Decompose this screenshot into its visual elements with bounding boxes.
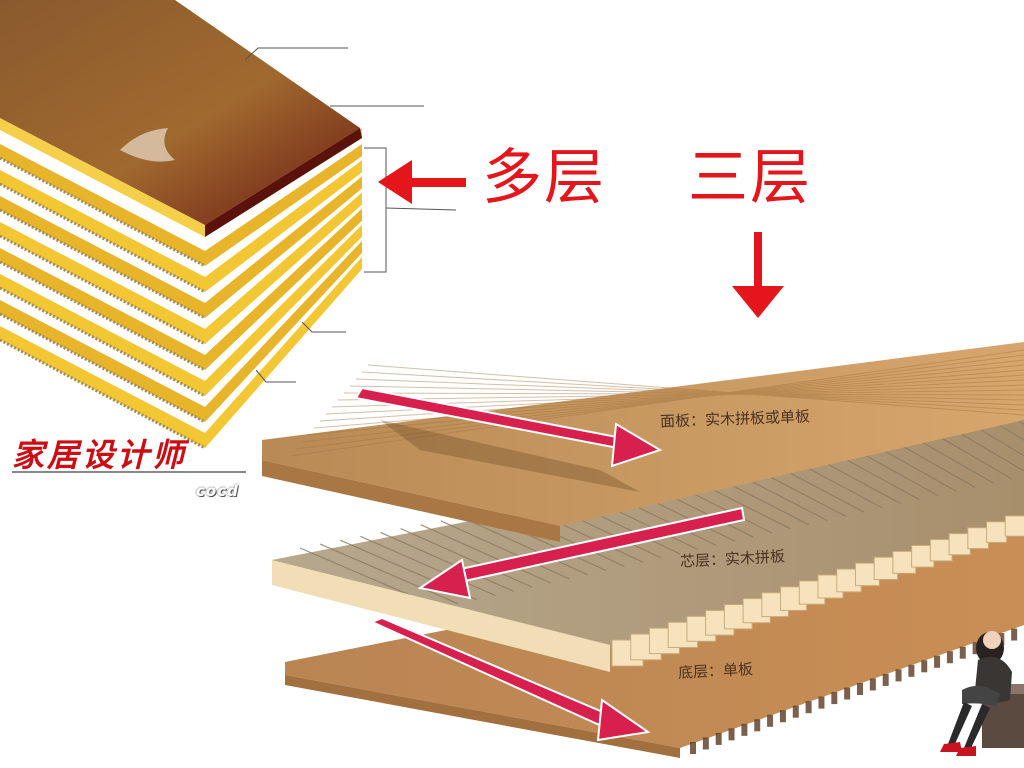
core-strip-seam [440, 520, 570, 580]
ply-sheet [0, 192, 362, 344]
core-end-block [948, 533, 971, 556]
bottom-slot [1011, 628, 1018, 641]
core-strip-seam [400, 528, 533, 588]
ply-glue-line [0, 286, 206, 398]
core-end-block [1004, 515, 1024, 537]
ply-sheet [0, 160, 362, 292]
ply-sheet [0, 144, 362, 266]
grain-line [343, 392, 1024, 396]
grain-line [313, 369, 1024, 429]
bottom-slot [934, 655, 941, 668]
multilayer-face-veneer [0, 0, 360, 225]
ply-glue-line [0, 260, 206, 372]
grain-line [367, 364, 1024, 416]
bottom-slot [741, 723, 748, 736]
face-layer-front-edge [262, 460, 560, 542]
ply-glue-line [0, 312, 206, 424]
core-end-block [967, 527, 989, 550]
veneer-peel-curl [120, 128, 175, 162]
bottom-slot [844, 687, 851, 700]
bottom-slot [728, 728, 735, 741]
bottom-slot [831, 692, 838, 705]
grain-line [355, 378, 1024, 406]
multilayer-stack [0, 0, 457, 450]
grain-line [331, 384, 1024, 408]
core-strip-seam [380, 531, 515, 592]
bottom-slot [818, 696, 825, 709]
pointer-arrow-core [417, 506, 746, 600]
core-layer-front-edge [272, 560, 610, 672]
grain-line [307, 364, 1024, 436]
three-layer-label: 三层 [688, 143, 812, 213]
ply-glue-line [0, 182, 206, 294]
bottom-slot [805, 701, 812, 714]
brand-logo: 家居设计师 [12, 436, 188, 474]
brand-tag: cocd [196, 482, 239, 500]
bottom-slot [882, 673, 889, 686]
bottom-slot [702, 737, 709, 750]
veneer-dark-edge [205, 128, 362, 237]
grain-line [301, 359, 1024, 443]
bottom-slot [767, 714, 774, 727]
ply-glue-line [0, 338, 206, 450]
core-end-block [986, 521, 1008, 543]
ply-sheet [0, 208, 362, 370]
face-layer [262, 342, 1024, 526]
arrow-to-multilayer [378, 160, 466, 204]
core-strip-seam [420, 524, 551, 584]
ply-glue-line [0, 208, 206, 320]
ply-glue-line [0, 234, 206, 346]
ply-glue-line [0, 156, 206, 268]
bottom-slot [869, 678, 876, 691]
bottom-slot [779, 710, 786, 723]
pointer-arrow-bottom [369, 616, 651, 742]
bottom-slot [857, 683, 863, 695]
core-layer-end-blocks [611, 515, 1024, 667]
bottom-slot [959, 646, 966, 659]
grain-line [349, 385, 1024, 401]
bottom-slot [908, 664, 915, 677]
grain-line [337, 389, 1024, 401]
arrow-down-to-board [732, 232, 784, 318]
bottom-slot [754, 719, 761, 732]
bottom-layer-edge [285, 675, 680, 758]
grain-line [295, 354, 1024, 450]
core-strip-seam [319, 543, 459, 605]
bottom-slot [792, 705, 799, 718]
core-strip-seam [360, 535, 496, 597]
seated-woman-illustration [940, 631, 1024, 756]
pointer-arrow-face [354, 386, 663, 468]
bottom-slot [895, 669, 902, 682]
bottom-slot [715, 732, 722, 745]
multilayer-callout-lines [244, 47, 457, 383]
grain-line [361, 371, 1024, 411]
bottom-slot [946, 651, 953, 664]
grain-line [289, 349, 1024, 457]
bottom-layer-label: 底层：单板 [677, 660, 754, 682]
bottom-slot [972, 642, 979, 655]
face-layer-shadow [380, 420, 640, 492]
bottom-slot [921, 660, 928, 673]
core-strip-seam [460, 516, 588, 576]
multi-layer-label: 多层 [482, 143, 606, 213]
three-layer-board [262, 342, 1024, 758]
bottom-slot [690, 742, 696, 754]
